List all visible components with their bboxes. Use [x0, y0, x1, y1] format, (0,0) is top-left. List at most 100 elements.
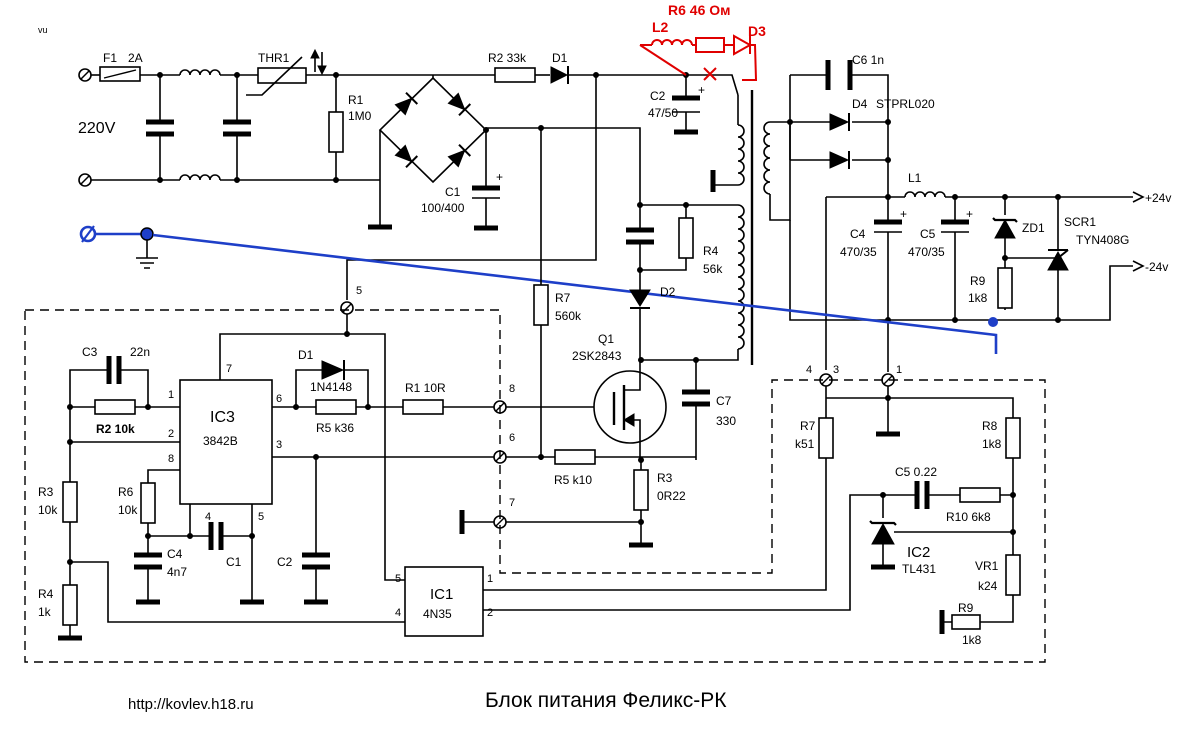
r6-red-label: R6 46 Ом [668, 2, 731, 18]
ic2-value: TL431 [902, 562, 936, 576]
c1-small-label: C1 [226, 555, 242, 569]
c4-small-value: 4n7 [167, 565, 187, 579]
r3-label: R3 [657, 471, 673, 485]
d1-lower-label: D1 [298, 348, 314, 362]
ic2-label: IC2 [907, 544, 930, 561]
term-8: 8 [509, 383, 515, 395]
resistor-r5-k10 [554, 449, 596, 465]
ic3-pin2: 2 [168, 428, 174, 440]
resistor-r5-k36 [315, 399, 357, 415]
resistor-r4-1k [62, 584, 78, 626]
ic3-value: 3842B [203, 434, 238, 448]
r7-560k-value: 560k [555, 309, 582, 323]
c5-value: 470/35 [908, 245, 945, 259]
l1-label: L1 [908, 171, 922, 185]
zd1-label: ZD1 [1022, 221, 1045, 235]
r10-label: R10 6k8 [946, 510, 991, 524]
term-6: 6 [509, 432, 515, 444]
vr1-label: VR1 [975, 559, 999, 573]
c4-plus: + [900, 207, 907, 221]
d3-red-label: D3 [748, 23, 766, 39]
resistor-r1 [328, 111, 344, 153]
r4-label: R4 [703, 244, 719, 258]
resistor-r4-56k [678, 217, 694, 259]
ic1-label: IC1 [430, 586, 453, 603]
c4-label: C4 [850, 227, 866, 241]
r6-10k-value: 10k [118, 503, 138, 517]
c5-label: C5 [920, 227, 936, 241]
q1-label: Q1 [598, 332, 614, 346]
thermistor-thr1-label: THR1 [258, 51, 290, 65]
term-4: 4 [806, 364, 812, 376]
r2-33k-label: R2 33k [488, 51, 527, 65]
term-1: 1 [896, 364, 902, 376]
d1-upper-label: D1 [552, 51, 568, 65]
ic3-label: IC3 [210, 409, 235, 426]
c4-small-label: C4 [167, 547, 183, 561]
r1-label: R1 [348, 93, 364, 107]
ic1-pin5: 5 [395, 573, 401, 585]
term-5: 5 [356, 285, 362, 297]
r9-fb-value: 1k8 [962, 633, 982, 647]
resistor-r1-10r [402, 399, 444, 415]
resistor-r9-out [997, 267, 1013, 309]
r7-560k-label: R7 [555, 291, 571, 305]
c4-value: 470/35 [840, 245, 877, 259]
r4-value: 56k [703, 262, 723, 276]
ic3-3842b [179, 379, 273, 505]
resistor-r3-10k [62, 481, 78, 523]
l2-red-label: L2 [652, 19, 669, 35]
d2-label: D2 [660, 285, 676, 299]
ic3-pin8: 8 [168, 453, 174, 465]
c2-label: C2 [650, 89, 666, 103]
fuse-f1-value: 2A [128, 51, 143, 65]
ic1-pin1: 1 [487, 573, 493, 585]
ic1-pin4: 4 [395, 607, 401, 619]
minus24-label: -24v [1145, 260, 1168, 274]
ic3-pin1: 1 [168, 389, 174, 401]
r6-10k-label: R6 [118, 485, 134, 499]
input-choke-bottom [179, 174, 221, 181]
c1-label: C1 [445, 185, 461, 199]
r9-fb-label: R9 [958, 601, 974, 615]
r3-10k-label: R3 [38, 485, 54, 499]
c2-small-label: C2 [277, 555, 293, 569]
resistor-r8-1k8 [1005, 417, 1021, 459]
ic3-pin3: 3 [276, 439, 282, 451]
r4-1k-value: 1k [38, 605, 52, 619]
footer-url: http://kovlev.h18.ru [128, 696, 254, 713]
c5-plus: + [966, 207, 973, 221]
corner-mark: vu [38, 25, 48, 35]
r3-10k-value: 10k [38, 503, 58, 517]
r1-10r-label: R1 10R [405, 381, 446, 395]
r7-k51-label: R7 [800, 419, 816, 433]
r1-value: 1M0 [348, 109, 372, 123]
ic3-pin6: 6 [276, 393, 282, 405]
r5-k10-label: R5 k10 [554, 473, 592, 487]
input-choke-top [179, 69, 221, 76]
d1-lower-value: 1N4148 [310, 380, 352, 394]
c3-label: C3 [82, 345, 98, 359]
startup-circuit: R2 33k D1 + C2 47/50 [346, 51, 739, 300]
scr1-value: TYN408G [1076, 233, 1129, 247]
r9-out-label: R9 [970, 274, 986, 288]
stprl-label: STPRL020 [876, 97, 935, 111]
vr1-value: k24 [978, 579, 998, 593]
footer-title: Блок питания Феликс-РК [485, 689, 727, 712]
secondary-output: C6 1n D4 STPRL020 L1 +24v + C4 470/35 + … [787, 53, 1171, 372]
c7-value: 330 [716, 414, 736, 428]
variable-resistor-vr1 [1005, 554, 1021, 596]
bridge-rectifier: + C1 100/400 [368, 75, 641, 231]
ic1-value: 4N35 [423, 607, 452, 621]
ic1-pin2: 2 [487, 607, 493, 619]
scr1-label: SCR1 [1064, 215, 1096, 229]
transformer [640, 90, 791, 365]
c6-label: C6 1n [852, 53, 884, 67]
c7-label: C7 [716, 394, 732, 408]
r8-label: R8 [982, 419, 998, 433]
r5-k36-label: R5 k36 [316, 421, 354, 435]
mains-voltage-label: 220V [78, 120, 116, 137]
resistor-r7-k51 [818, 417, 834, 459]
r7-k51-value: k51 [795, 437, 815, 451]
